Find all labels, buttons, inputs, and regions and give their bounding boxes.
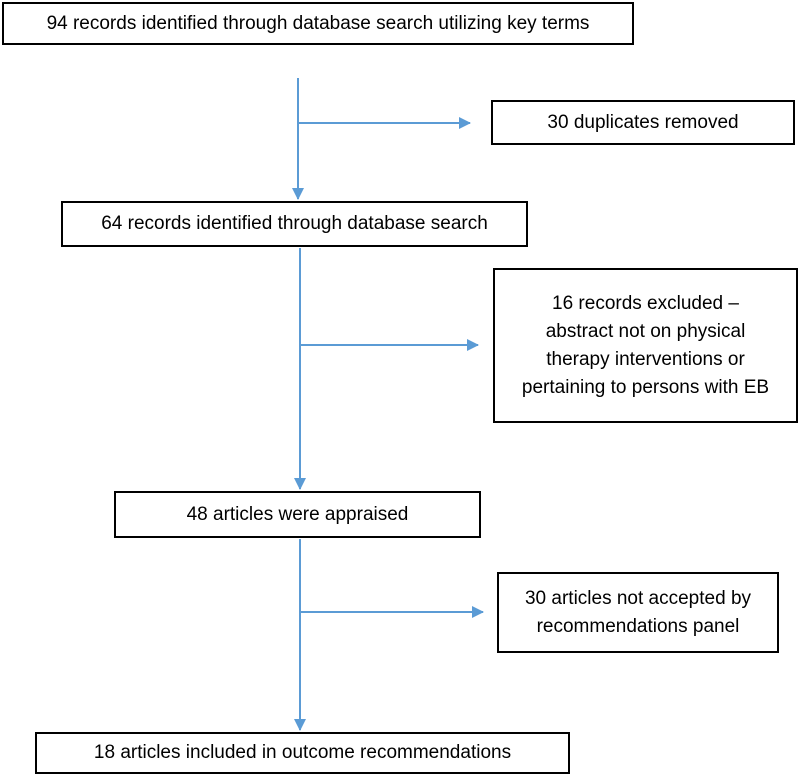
duplicates-text: 30 duplicates removed	[547, 111, 739, 133]
excluded-line: abstract not on physical	[545, 320, 746, 342]
screened-box: 64 records identified through database s…	[61, 201, 528, 247]
duplicates-box: 30 duplicates removed	[491, 100, 795, 145]
identified-box: 94 records identified through database s…	[2, 2, 634, 45]
not-accepted-line: 30 articles not accepted by	[524, 587, 752, 609]
appraised-text: 48 articles were appraised	[186, 503, 409, 525]
not-accepted-line: recommendations panel	[536, 615, 740, 637]
excluded-line: 16 records excluded –	[552, 292, 739, 314]
not-accepted-box: 30 articles not accepted by recommendati…	[497, 572, 779, 653]
excluded-box: 16 records excluded – abstract not on ph…	[493, 268, 798, 423]
included-text: 18 articles included in outcome recommen…	[93, 742, 512, 763]
included-box: 18 articles included in outcome recommen…	[35, 732, 570, 774]
screened-text: 64 records identified through database s…	[101, 213, 488, 234]
excluded-line: pertaining to persons with EB	[521, 376, 770, 398]
identified-text: 94 records identified through database s…	[46, 12, 590, 34]
excluded-line: therapy interventions or	[546, 348, 745, 370]
appraised-box: 48 articles were appraised	[114, 491, 481, 538]
